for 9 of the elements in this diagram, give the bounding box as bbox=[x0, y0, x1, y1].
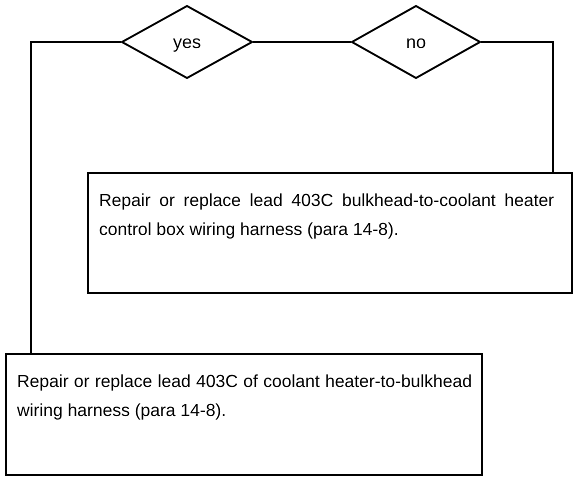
connector-line bbox=[253, 41, 351, 43]
action-box bbox=[5, 353, 483, 476]
answer-label: yes bbox=[172, 32, 201, 52]
action-text: Repair or replace lead 403C of coolant heater-to-bulkhead wiring harness (para 14-8). bbox=[17, 370, 472, 422]
connector-line bbox=[481, 41, 554, 172]
action-text: Repair or replace lead 403C bulkhead-to-coolant heater control box wiring harness (para 14-8). bbox=[99, 189, 554, 241]
action-box bbox=[87, 172, 573, 294]
answer-label: no bbox=[406, 32, 426, 52]
connector-line bbox=[30, 41, 121, 353]
